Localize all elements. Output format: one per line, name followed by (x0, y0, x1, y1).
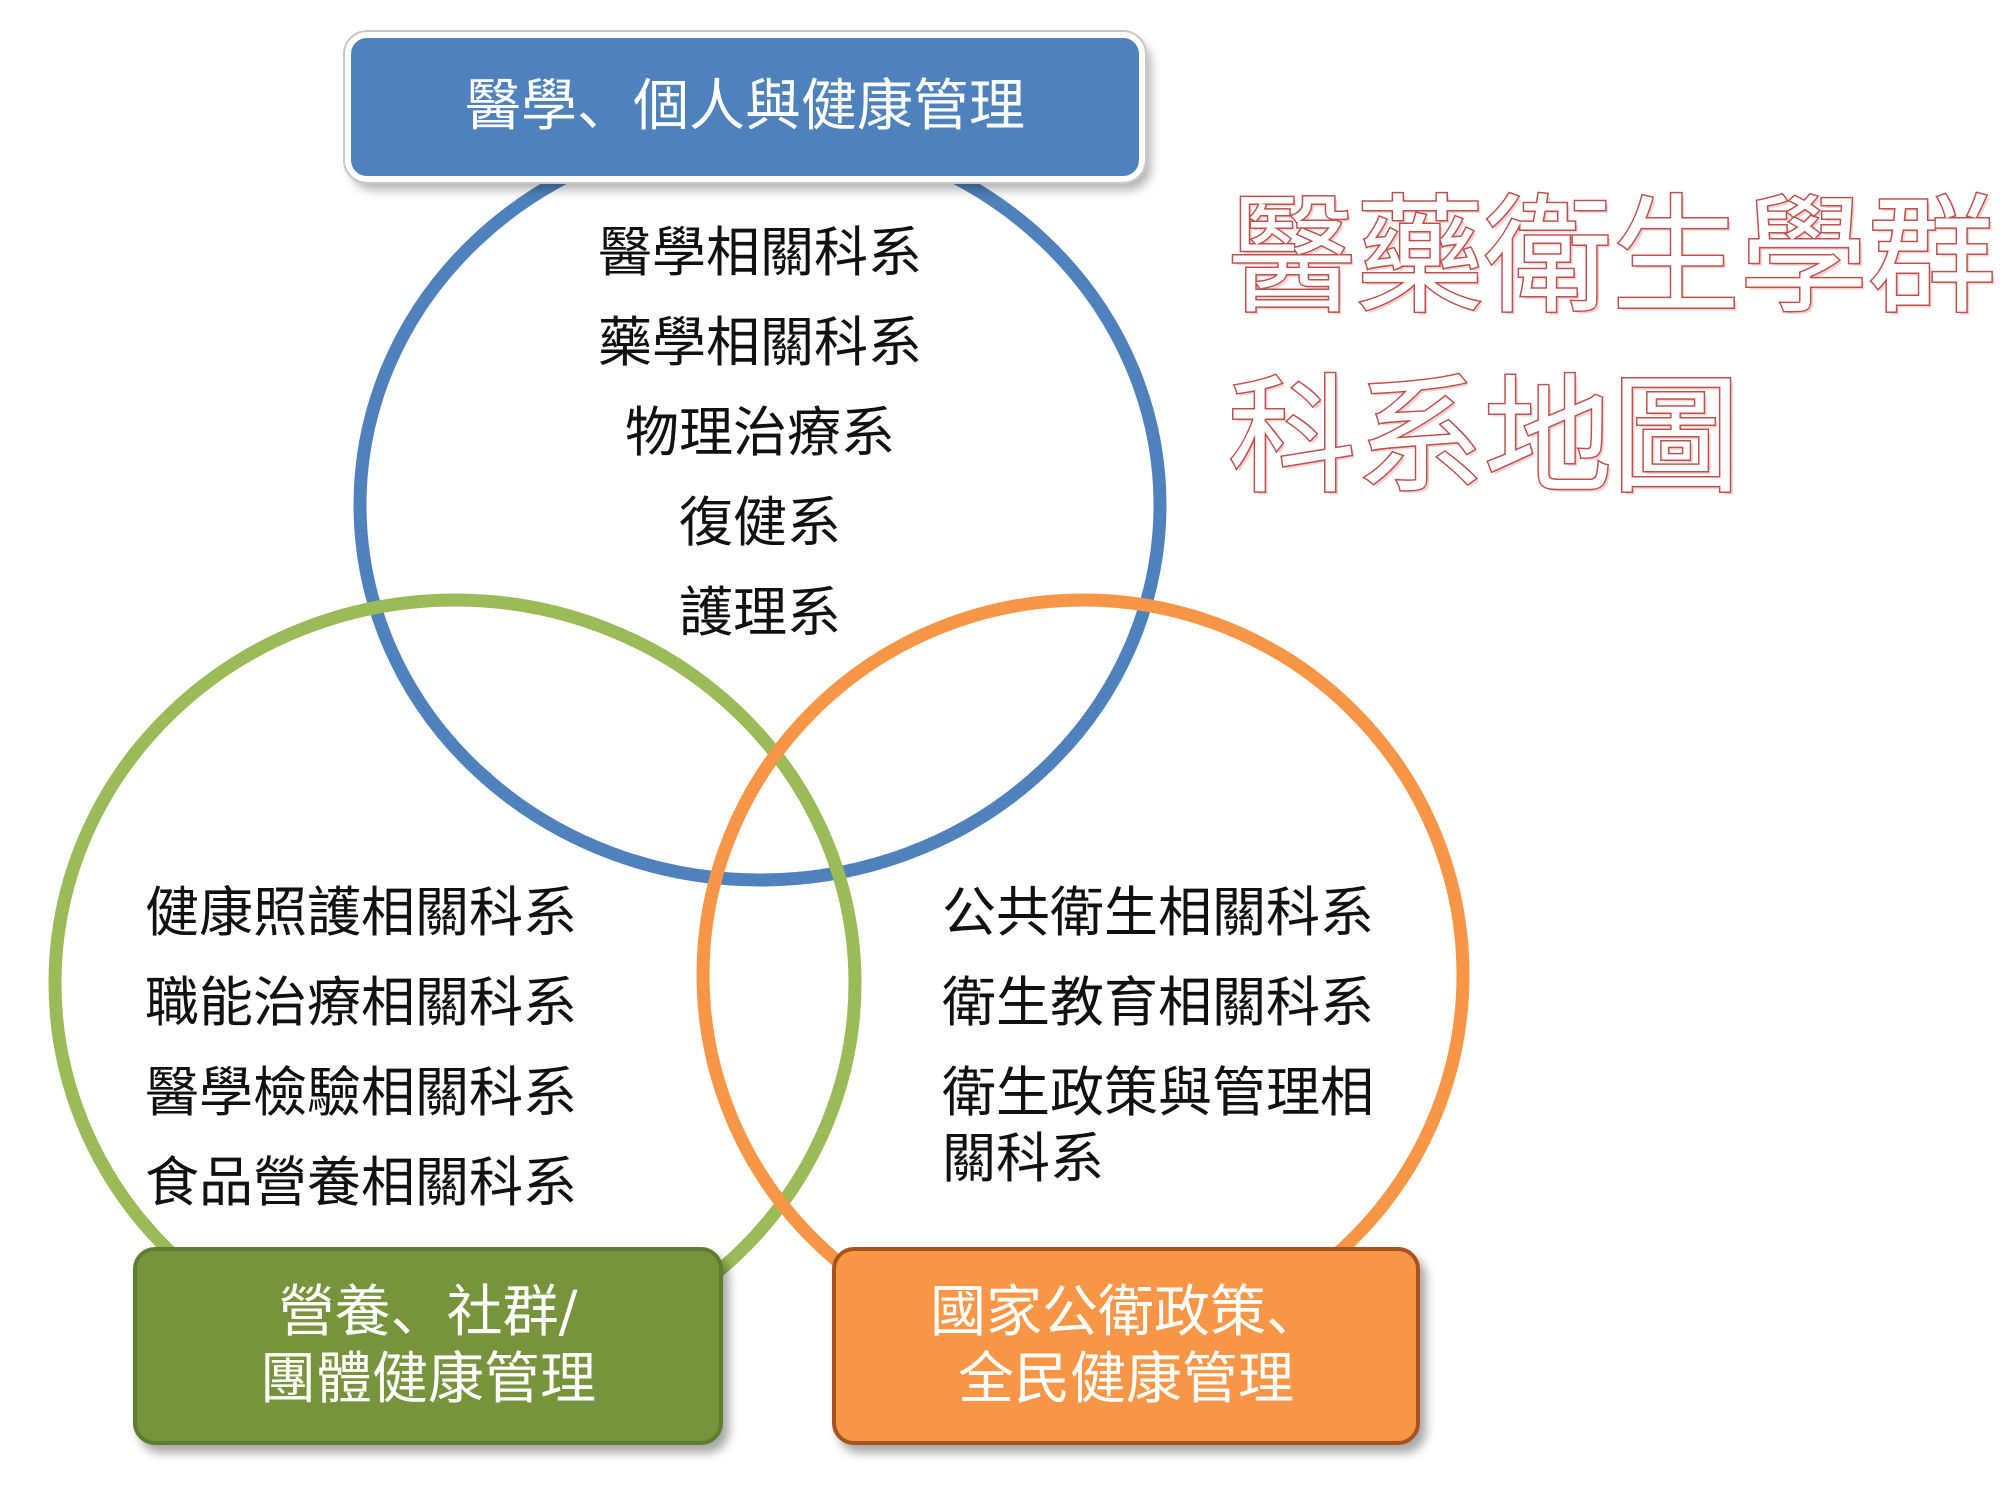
list-item: 健康照護相關科系 (145, 881, 577, 944)
group-label-left-line2: 團體健康管理 (260, 1347, 596, 1412)
list-item: 公共衛生相關科系 (942, 881, 1374, 944)
group-label-left-line1: 營養、社群/ (278, 1279, 578, 1345)
group-label-right-line1: 國家公衛政策、 (930, 1279, 1322, 1345)
list-item: 醫學相關科系 (598, 221, 922, 284)
page-title: 醫藥衛生學群 科系地圖 (1226, 168, 1997, 528)
list-item: 衛生政策與管理相關科系 (942, 1061, 1374, 1190)
list-item: 藥學相關科系 (598, 311, 922, 374)
group-label-left: 營養、社群/ 團體健康管理 (133, 1247, 723, 1445)
group-list-left: 健康照護相關科系 職能治療相關科系 醫學檢驗相關科系 食品營養相關科系 (145, 868, 615, 1228)
page-title-line2: 科系地圖 (1226, 362, 1741, 514)
group-list-right: 公共衛生相關科系 衛生教育相關科系 衛生政策與管理相關科系 (942, 868, 1412, 1192)
list-item: 復健系 (679, 491, 841, 554)
list-item: 物理治療系 (625, 401, 895, 464)
list-item: 衛生教育相關科系 (942, 971, 1374, 1034)
page-title-line1: 醫藥衛生學群 (1226, 182, 1997, 334)
group-label-top: 醫學、個人與健康管理 (343, 30, 1147, 184)
group-label-right-line2: 全民健康管理 (958, 1347, 1294, 1412)
group-label-right: 國家公衛政策、 全民健康管理 (832, 1247, 1420, 1445)
list-item: 護理系 (679, 581, 841, 644)
list-item: 職能治療相關科系 (145, 971, 577, 1034)
list-item: 食品營養相關科系 (145, 1151, 577, 1214)
group-list-top: 醫學相關科系 藥學相關科系 物理治療系 復健系 護理系 (480, 208, 1040, 658)
group-label-top-text: 醫學、個人與健康管理 (465, 74, 1025, 140)
list-item: 醫學檢驗相關科系 (145, 1061, 577, 1124)
